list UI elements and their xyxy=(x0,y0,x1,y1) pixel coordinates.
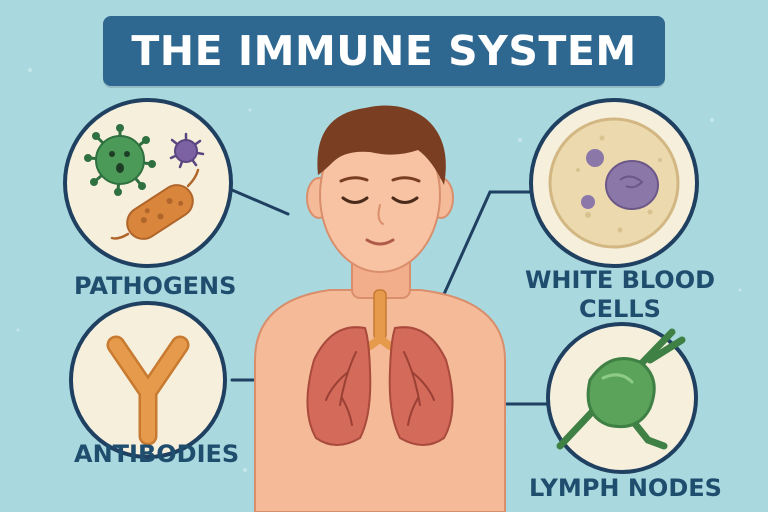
virus-icon-small xyxy=(169,132,205,169)
connector-pathogens xyxy=(230,188,290,216)
lymph-nodes-label: LYMPH NODES xyxy=(529,474,722,502)
title-banner: THE IMMUNE SYSTEM xyxy=(103,16,665,86)
connector-white-blood-cells xyxy=(434,190,536,314)
lymph-node-icon xyxy=(556,328,686,450)
lymph-nodes-circle xyxy=(546,322,698,474)
lungs-icon xyxy=(306,289,454,446)
antibody-icon xyxy=(106,335,190,446)
antibodies-circle xyxy=(69,301,227,459)
antibodies-label: ANTIBODIES xyxy=(74,440,240,468)
white-blood-cell-icon xyxy=(548,117,680,249)
pathogens-circle xyxy=(63,98,233,268)
virus-icon xyxy=(84,124,156,196)
white-blood-cells-label: WHITE BLOOD CELLS xyxy=(524,266,716,323)
pathogens-label: PATHOGENS xyxy=(74,272,237,300)
bacteria-icon xyxy=(110,168,200,240)
white-blood-cells-circle xyxy=(529,98,699,268)
page-title: THE IMMUNE SYSTEM xyxy=(131,27,637,75)
